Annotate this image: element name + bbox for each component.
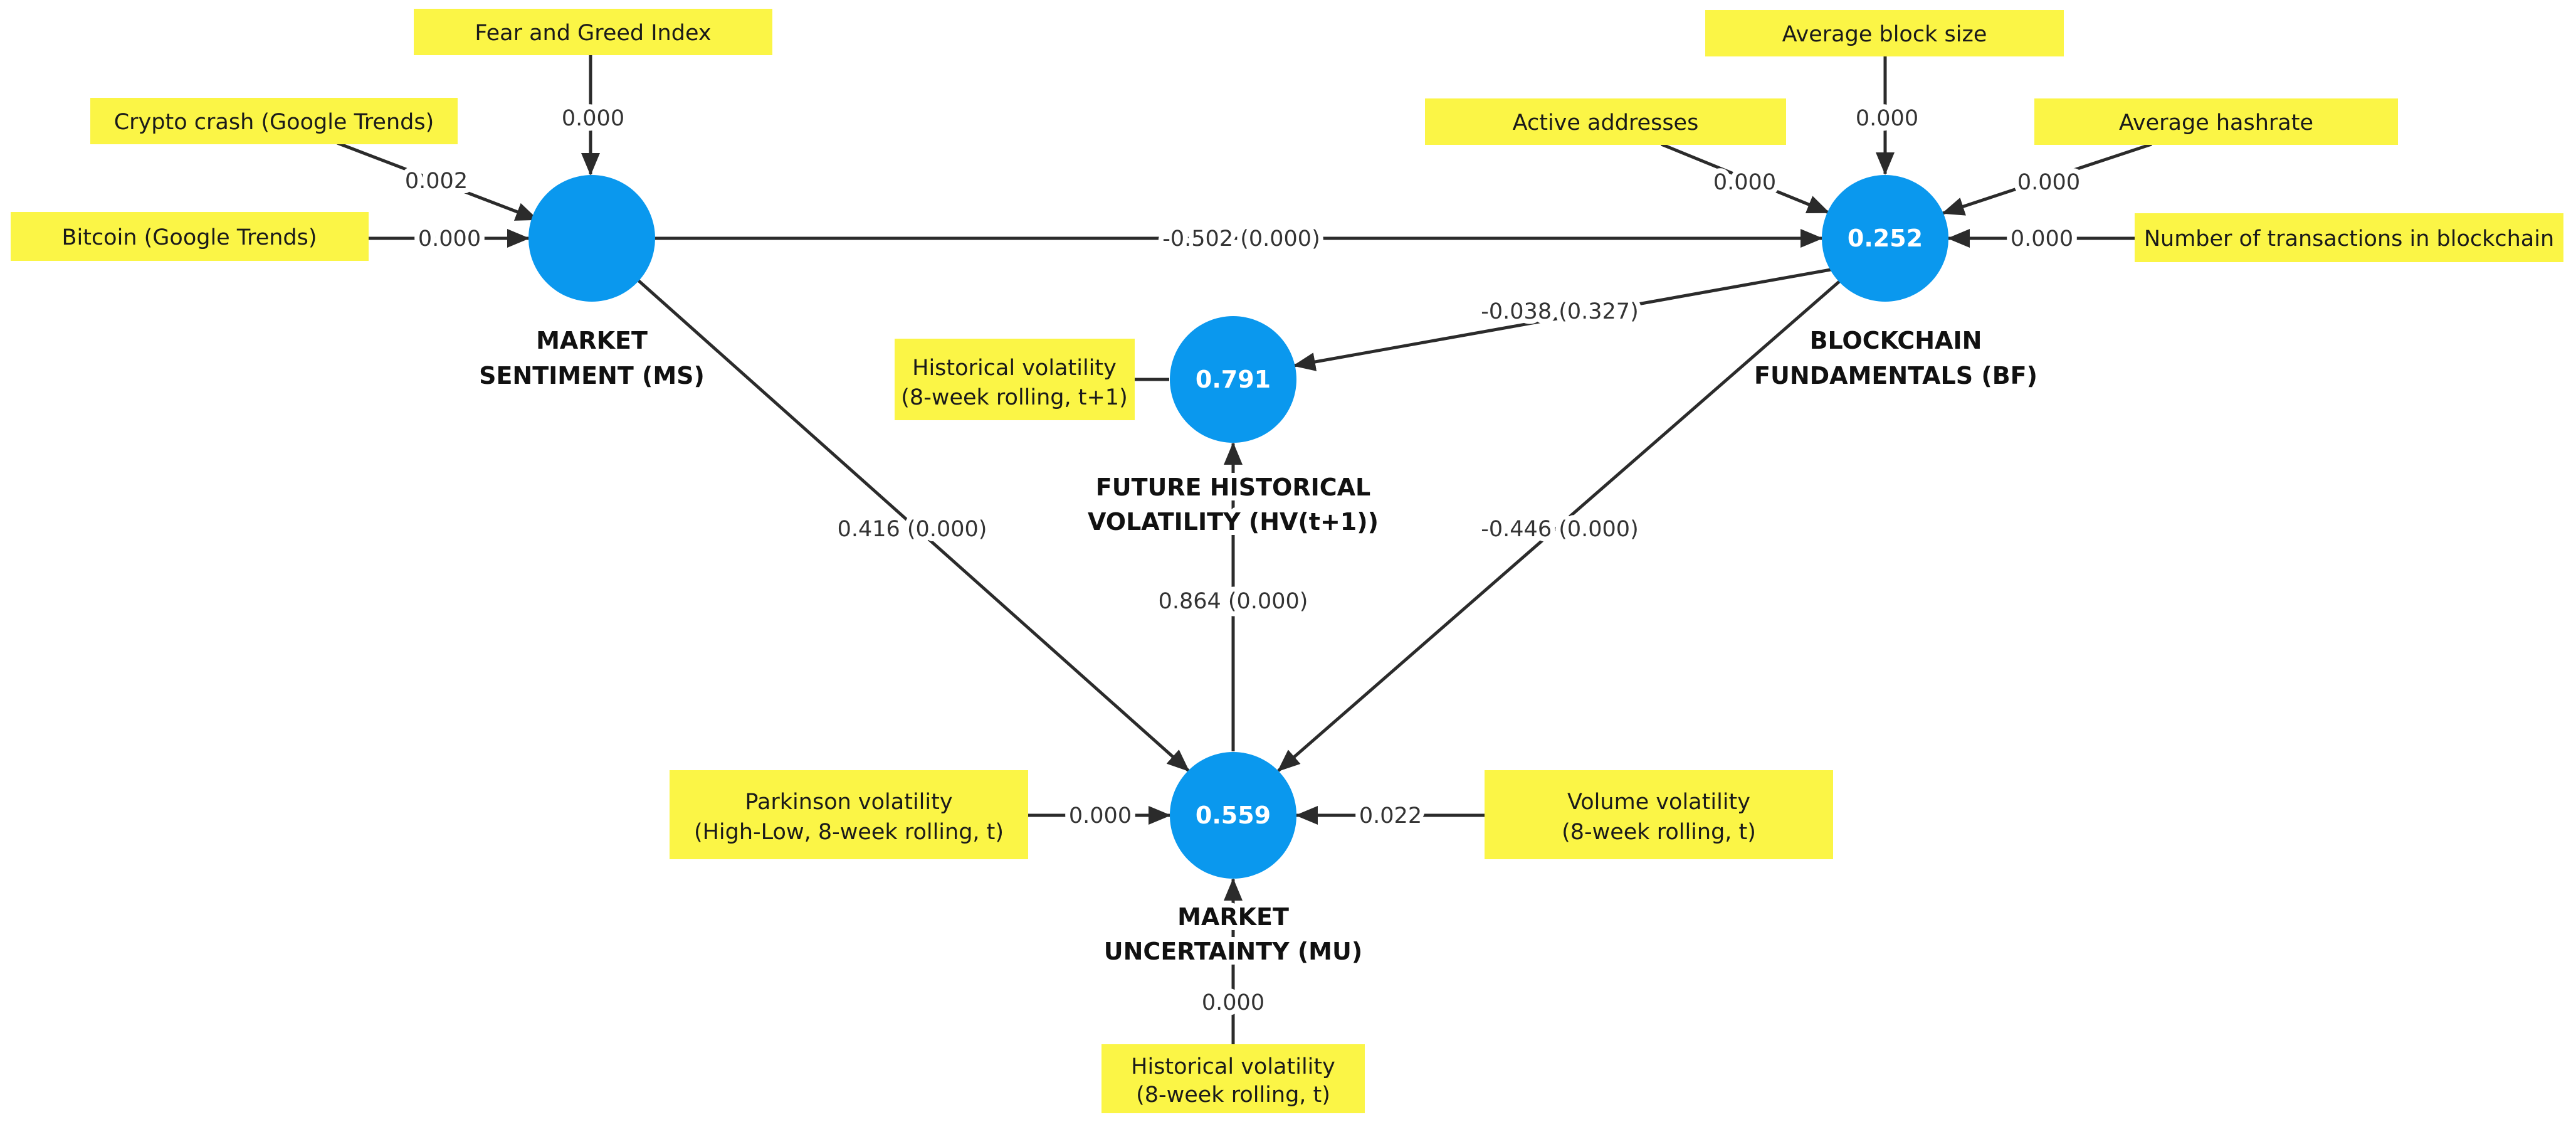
- weight-volume-vol: 0.022: [1359, 803, 1422, 828]
- construct-circle: [1170, 316, 1296, 443]
- construct-label: MARKET: [1177, 903, 1289, 931]
- indicator-box: [1485, 770, 1833, 859]
- construct-label: VOLATILITY (HV(t+1)): [1088, 508, 1379, 536]
- indicator-hv-t: Historical volatility (8-week rolling, t…: [1101, 1044, 1365, 1113]
- weight-parkinson: 0.000: [1069, 803, 1132, 828]
- indicator-avg-block-size: Average block size: [1705, 10, 2064, 56]
- construct-circle: [1822, 175, 1948, 302]
- construct-market-uncertainty: 0.559 MARKET UNCERTAINTY (MU): [1099, 752, 1367, 970]
- construct-label: MARKET: [536, 327, 648, 354]
- construct-future-historical-volatility: 0.791 FUTURE HISTORICAL VOLATILITY (HV(t…: [1083, 316, 1384, 541]
- construct-circle: [1170, 752, 1296, 879]
- indicator-active-addresses: Active addresses: [1425, 98, 1786, 145]
- indicator-box: [2135, 213, 2563, 262]
- edge-bf-to-hv: [1293, 268, 1831, 371]
- edge-crypto-crash-to-ms: [337, 141, 539, 221]
- indicator-label: Average block size: [1782, 22, 1987, 47]
- construct-label: FUNDAMENTALS (BF): [1754, 362, 2037, 389]
- indicator-label: Historical volatility: [912, 356, 1117, 381]
- indicator-label: (8-week rolling, t): [1562, 820, 1756, 845]
- edge-active-addr-to-bf: [1661, 142, 1830, 214]
- connector-lines: [337, 55, 2152, 1044]
- indicator-label: Parkinson volatility: [745, 790, 952, 815]
- construct-label: BLOCKCHAIN: [1810, 327, 1982, 354]
- indicator-boxes: Fear and Greed Index Crypto crash (Googl…: [11, 9, 2563, 1113]
- construct-label: UNCERTAINTY (MU): [1104, 938, 1362, 965]
- indicator-label: Volume volatility: [1567, 790, 1750, 815]
- edge-bf-to-mu: [1277, 279, 1842, 772]
- indicator-box: [90, 98, 458, 144]
- path-coef-bf-hv: -0.038 (0.327): [1481, 299, 1638, 324]
- indicator-box: [1425, 98, 1786, 145]
- indicator-box: [1705, 10, 2064, 56]
- weight-block-size: 0.000: [1856, 106, 1918, 131]
- indicator-label: (High-Low, 8-week rolling, t): [694, 820, 1004, 845]
- weight-fear-greed: 0.000: [562, 106, 624, 131]
- indicator-avg-hashrate: Average hashrate: [2034, 98, 2398, 145]
- indicator-label: Historical volatility: [1131, 1054, 1335, 1079]
- indicator-box: [414, 9, 772, 55]
- indicator-crypto-crash: Crypto crash (Google Trends): [90, 98, 458, 144]
- weight-bitcoin: 0.000: [418, 226, 481, 251]
- r-squared-value: 0.252: [1848, 225, 1923, 252]
- indicator-label: Average hashrate: [2119, 110, 2313, 135]
- indicator-label: Active addresses: [1513, 110, 1699, 135]
- construct-market-sentiment: MARKET SENTIMENT (MS): [479, 175, 705, 389]
- coefficient-labels: 0.000 0.002 0.000 0.000 0.000 0.000 0.00…: [400, 101, 2085, 1020]
- indicator-label: Bitcoin (Google Trends): [61, 225, 317, 250]
- indicator-box: [1101, 1044, 1365, 1113]
- construct-label: SENTIMENT (MS): [479, 362, 705, 389]
- r-squared-value: 0.559: [1196, 802, 1271, 829]
- indicator-parkinson: Parkinson volatility (High-Low, 8-week r…: [670, 770, 1028, 859]
- latent-constructs: MARKET SENTIMENT (MS) 0.252 BLOCKCHAIN F…: [479, 175, 2037, 970]
- indicator-hv-t1: Historical volatility (8-week rolling, t…: [895, 339, 1135, 420]
- indicator-box: [895, 339, 1135, 420]
- indicator-label: Fear and Greed Index: [475, 21, 711, 46]
- weight-hashrate: 0.000: [2017, 170, 2080, 195]
- weight-transactions: 0.000: [2011, 226, 2073, 251]
- indicator-label: (8-week rolling, t): [1136, 1082, 1330, 1108]
- indicator-label: Number of transactions in blockchain: [2144, 226, 2554, 251]
- indicator-box: [2034, 98, 2398, 145]
- indicator-fear-greed: Fear and Greed Index: [414, 9, 772, 55]
- indicator-label: (8-week rolling, t+1): [901, 385, 1127, 410]
- indicator-label: Crypto crash (Google Trends): [114, 110, 434, 135]
- weight-crypto-crash: 0.002: [405, 169, 468, 194]
- indicator-box: [11, 212, 369, 261]
- weight-hv-t: 0.000: [1202, 990, 1264, 1015]
- construct-circle: [528, 175, 655, 302]
- edge-ms-to-mu: [637, 279, 1190, 772]
- path-coef-ms-bf: -0.502 (0.000): [1162, 226, 1320, 251]
- path-coef-bf-mu: -0.446 (0.000): [1481, 517, 1638, 542]
- construct-blockchain-fundamentals: 0.252 BLOCKCHAIN FUNDAMENTALS (BF): [1754, 175, 2037, 389]
- indicator-volume-vol: Volume volatility (8-week rolling, t): [1485, 770, 1833, 859]
- construct-label: FUTURE HISTORICAL: [1096, 474, 1370, 501]
- indicator-bitcoin: Bitcoin (Google Trends): [11, 212, 369, 261]
- indicator-box: [670, 770, 1028, 859]
- r-squared-value: 0.791: [1196, 366, 1271, 393]
- path-coef-ms-mu: 0.416 (0.000): [838, 517, 987, 542]
- path-coef-mu-hv: 0.864 (0.000): [1159, 589, 1308, 614]
- edge-hashrate-to-bf: [1942, 142, 2152, 216]
- indicator-num-transactions: Number of transactions in blockchain: [2135, 213, 2563, 262]
- weight-active-addresses: 0.000: [1713, 170, 1776, 195]
